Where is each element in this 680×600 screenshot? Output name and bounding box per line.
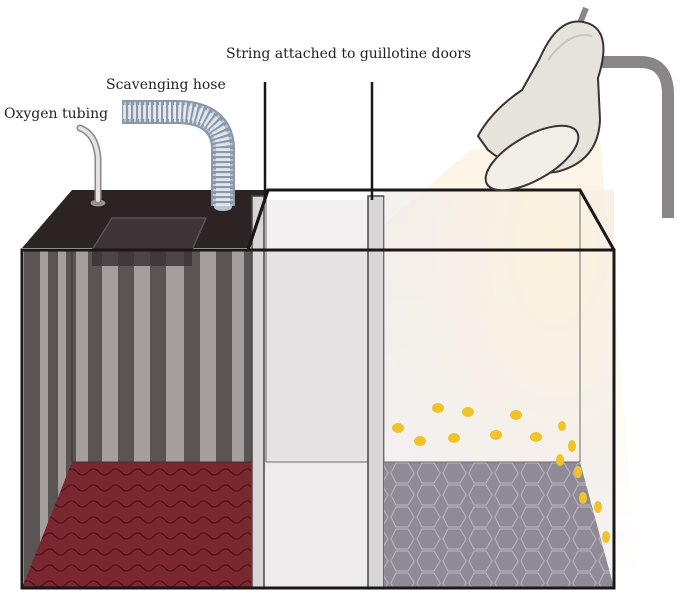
pellet-icon <box>602 531 610 543</box>
food-pellets <box>392 403 610 543</box>
pellet-icon <box>392 423 404 433</box>
pellet-icon <box>594 501 602 513</box>
center-floor <box>256 462 384 588</box>
pellet-icon <box>558 421 566 431</box>
tubing-icon <box>76 124 102 204</box>
dark-chamber <box>22 190 268 588</box>
pellet-icon <box>432 403 444 413</box>
lid-window <box>90 217 208 251</box>
light-chamber-floor <box>384 462 614 588</box>
pellet-icon <box>574 466 582 478</box>
box-outline <box>20 188 616 590</box>
oxygen-tubing-label: Oxygen tubing <box>4 106 109 122</box>
lamp-icon <box>476 6 674 218</box>
pellet-icon <box>414 436 426 446</box>
pellet-icon <box>510 410 522 420</box>
guillotine-door-left <box>251 195 265 589</box>
pellet-icon <box>448 433 460 443</box>
light-chamber <box>384 190 614 588</box>
pellet-icon <box>579 492 587 504</box>
center-chamber <box>251 195 385 589</box>
dark-chamber-floor <box>22 462 256 588</box>
scavenging-hose-label: Scavenging hose <box>106 77 226 93</box>
pellet-icon <box>490 430 502 440</box>
pellet-icon <box>568 440 576 452</box>
pellet-icon <box>556 454 564 466</box>
string-label: String attached to guillotine doors <box>226 46 472 62</box>
striped-wall <box>24 250 254 588</box>
pellet-icon <box>530 432 542 442</box>
pellet-icon <box>462 407 474 417</box>
guillotine-door-right <box>367 195 385 589</box>
